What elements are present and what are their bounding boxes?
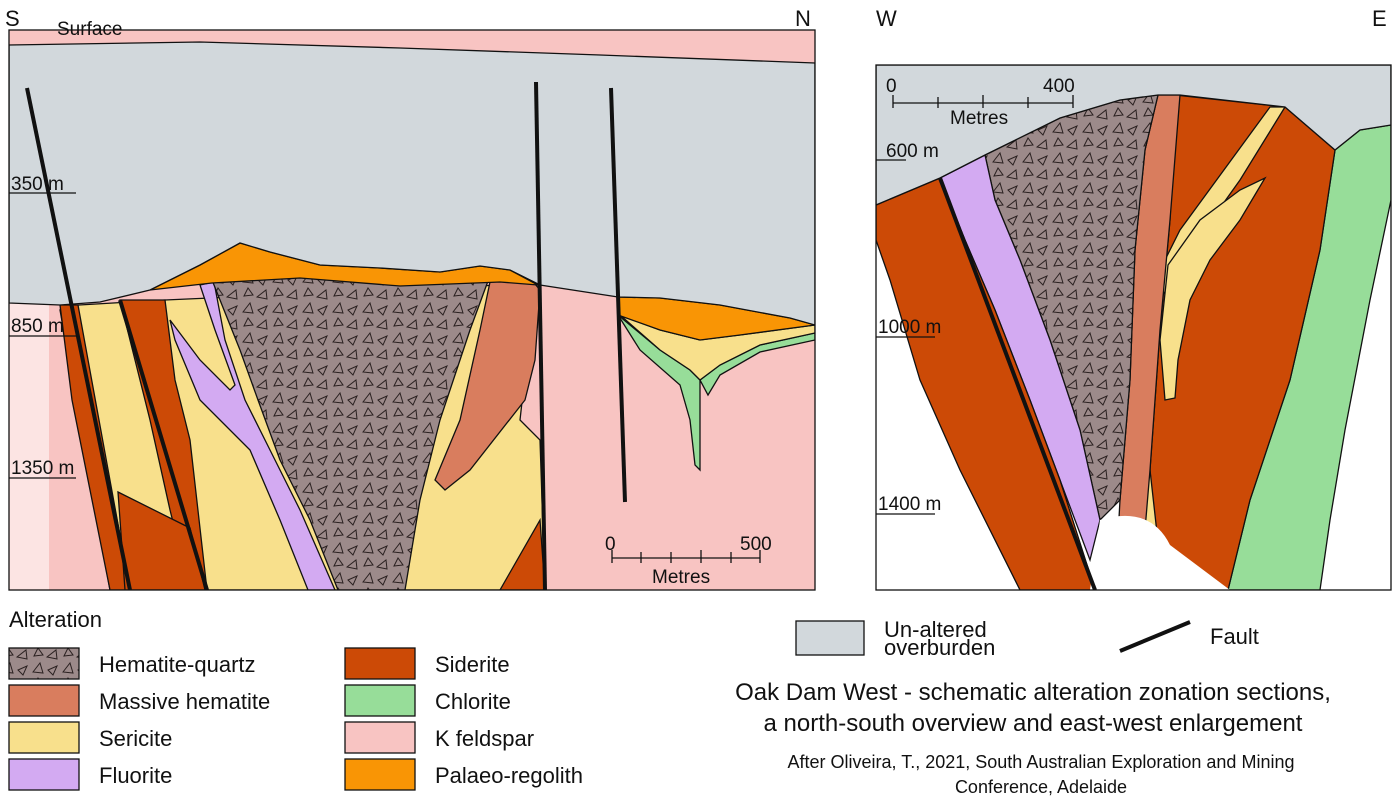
- ns-surface-label: Surface: [57, 19, 122, 40]
- caption-title-2: a north-south overview and east-west enl…: [764, 710, 1303, 737]
- legend-label: K feldspar: [435, 726, 534, 751]
- legend-label: Palaeo-regolith: [435, 763, 583, 788]
- legend-swatch-massive-hematite: [8, 684, 80, 717]
- legend-swatch-palaeo-regolith: [344, 758, 416, 791]
- ns-scale-unit: Metres: [652, 567, 710, 588]
- ns-depth-850: 850 m: [11, 316, 64, 337]
- ns-fluorite: [169, 281, 336, 590]
- ew-frame: [875, 64, 1392, 591]
- ns-corner-n: N: [795, 6, 811, 31]
- fault-line: [25, 87, 132, 590]
- fault-label: Fault: [1210, 624, 1259, 649]
- ew-sericite-tongue: [1159, 176, 1267, 401]
- legend-label: Massive hematite: [99, 689, 270, 714]
- legend-label: Siderite: [435, 652, 510, 677]
- ew-overburden: [876, 65, 1391, 206]
- fault-line: [534, 81, 547, 590]
- ns-scale-start: 0: [605, 534, 616, 555]
- caption-title-1: Oak Dam West - schematic alteration zona…: [735, 679, 1331, 706]
- ns-corner-s: S: [5, 6, 20, 31]
- legend-swatch-siderite: [344, 647, 416, 680]
- ns-massive-hematite: [434, 277, 541, 491]
- ew-depth-600: 600 m: [886, 141, 939, 162]
- ew-corner-w: W: [876, 6, 897, 31]
- ns-faults: [25, 81, 627, 590]
- legend-swatch-chlorite: [344, 684, 416, 717]
- ns-scale-end: 500: [740, 534, 772, 555]
- legend-label: Chlorite: [435, 689, 511, 714]
- legend-swatch-hematite-quartz: [8, 647, 80, 680]
- ew-white-cone: [1090, 515, 1230, 590]
- ew-depth-1000: 1000 m: [878, 317, 941, 338]
- ew-scale-unit: Metres: [950, 108, 1008, 129]
- fault-line: [609, 87, 627, 503]
- caption-source-2: Conference, Adelaide: [955, 777, 1127, 797]
- ew-corner-e: E: [1372, 6, 1387, 31]
- caption: Oak Dam West - schematic alteration zona…: [735, 679, 1331, 797]
- ew-section: 600 m 1000 m 1400 m W E 0 400 Metres: [875, 6, 1392, 591]
- ns-section: 350 m 850 m 1350 m S Surface N 0 500 Met…: [5, 6, 816, 591]
- overburden-swatch: [795, 620, 865, 656]
- caption-source-1: After Oliveira, T., 2021, South Australi…: [788, 752, 1295, 772]
- ew-scale-start: 0: [886, 76, 897, 97]
- legend-label: Sericite: [99, 726, 172, 751]
- ew-depth-1400: 1400 m: [878, 494, 941, 515]
- ns-depth-1350: 1350 m: [11, 458, 74, 479]
- ns-depth-ticks: [9, 192, 76, 479]
- ns-frame: [8, 29, 816, 591]
- ew-scale-end: 400: [1043, 76, 1075, 97]
- fault-legend-icon: [1119, 620, 1191, 653]
- ns-siderite-left: [59, 304, 131, 590]
- legend-swatch-sericite: [8, 721, 80, 754]
- legend-heading: Alteration: [9, 607, 102, 632]
- overburden-label-2: overburden: [884, 635, 995, 660]
- ns-depth-350: 350 m: [11, 174, 64, 195]
- overburden-label-1: Un-altered: [884, 617, 987, 642]
- legend-label: Fluorite: [99, 763, 172, 788]
- ew-depth-ticks: [876, 159, 935, 515]
- legend-swatch-k-feldspar: [344, 721, 416, 754]
- ew-scale-bar: [892, 95, 1074, 108]
- legend-swatch-fluorite: [8, 758, 80, 791]
- ns-scale-bar: [611, 550, 761, 563]
- fault-line: [938, 177, 1097, 590]
- legend-label: Hematite-quartz: [99, 652, 256, 677]
- fault-line: [118, 299, 209, 590]
